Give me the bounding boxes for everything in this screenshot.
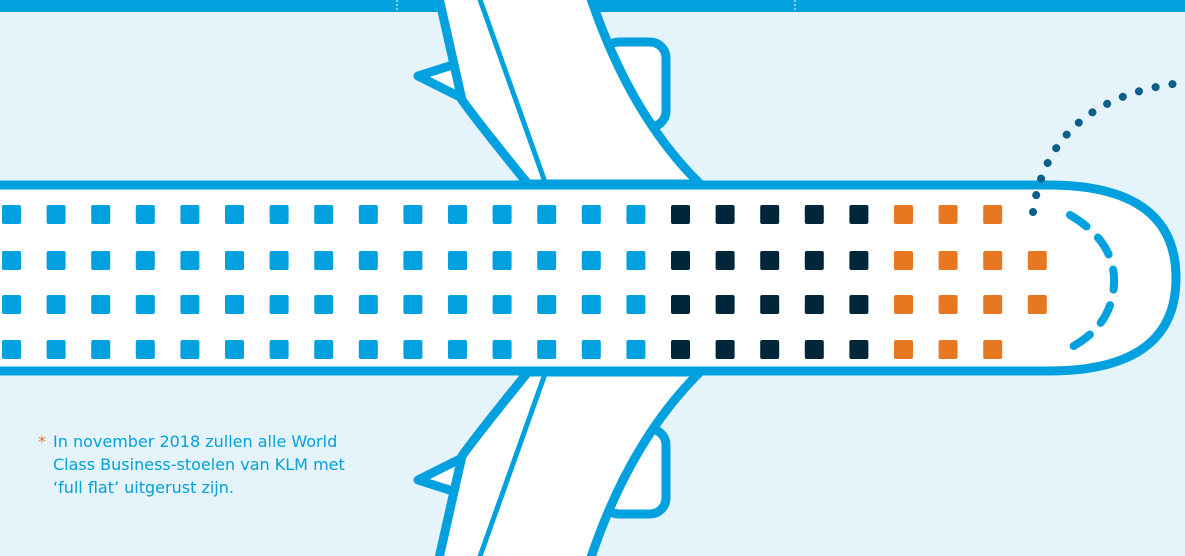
economy-seat xyxy=(448,205,467,224)
economy-seat xyxy=(136,295,155,314)
economy-seat xyxy=(582,251,601,270)
comfort-seat xyxy=(716,295,735,314)
lower-wing xyxy=(418,372,700,556)
economy-seat xyxy=(359,340,378,359)
business-seat xyxy=(983,251,1002,270)
economy-seat xyxy=(537,340,556,359)
comfort-seat xyxy=(805,340,824,359)
comfort-seat xyxy=(671,205,690,224)
economy-seat xyxy=(91,340,110,359)
economy-seat xyxy=(136,251,155,270)
business-seat xyxy=(894,251,913,270)
comfort-seat xyxy=(849,205,868,224)
economy-seat xyxy=(47,340,66,359)
economy-seat xyxy=(493,340,512,359)
economy-seat xyxy=(403,205,422,224)
business-seat xyxy=(983,340,1002,359)
comfort-seat xyxy=(849,340,868,359)
comfort-seat xyxy=(849,251,868,270)
comfort-seat xyxy=(760,251,779,270)
business-seat xyxy=(983,295,1002,314)
business-seat xyxy=(1028,295,1047,314)
economy-seat xyxy=(626,295,645,314)
economy-seat xyxy=(537,295,556,314)
economy-seat xyxy=(136,340,155,359)
economy-seat xyxy=(270,295,289,314)
economy-seat xyxy=(314,205,333,224)
economy-seat xyxy=(493,205,512,224)
economy-seat xyxy=(537,251,556,270)
economy-seat xyxy=(314,251,333,270)
economy-seat xyxy=(225,340,244,359)
economy-seat xyxy=(2,205,21,224)
economy-seat xyxy=(180,295,199,314)
economy-seat xyxy=(225,251,244,270)
economy-seat xyxy=(448,251,467,270)
comfort-seat xyxy=(671,295,690,314)
economy-seat xyxy=(582,205,601,224)
comfort-seat xyxy=(716,340,735,359)
economy-seat xyxy=(493,251,512,270)
economy-seat xyxy=(2,340,21,359)
comfort-seat xyxy=(760,340,779,359)
economy-seat xyxy=(270,340,289,359)
business-seat xyxy=(894,205,913,224)
economy-seat xyxy=(180,340,199,359)
economy-seat xyxy=(314,340,333,359)
economy-seat xyxy=(359,205,378,224)
economy-seat xyxy=(403,340,422,359)
business-seat xyxy=(983,205,1002,224)
economy-seat xyxy=(136,205,155,224)
economy-seat xyxy=(91,205,110,224)
footnote: * In november 2018 zullen alle World Cla… xyxy=(38,430,358,499)
business-seat xyxy=(1028,251,1047,270)
comfort-seat xyxy=(716,205,735,224)
economy-seat xyxy=(359,251,378,270)
economy-seat xyxy=(91,295,110,314)
economy-seat xyxy=(626,340,645,359)
comfort-seat xyxy=(671,340,690,359)
upper-wing xyxy=(418,0,700,184)
economy-seat xyxy=(2,251,21,270)
economy-seat xyxy=(626,205,645,224)
economy-seat xyxy=(225,205,244,224)
economy-seat xyxy=(47,251,66,270)
economy-seat xyxy=(180,251,199,270)
economy-seat xyxy=(180,205,199,224)
comfort-seat xyxy=(716,251,735,270)
business-seat xyxy=(939,205,958,224)
economy-seat xyxy=(47,205,66,224)
comfort-seat xyxy=(671,251,690,270)
footnote-marker: * xyxy=(38,430,46,453)
comfort-seat xyxy=(805,205,824,224)
comfort-seat xyxy=(849,295,868,314)
economy-seat xyxy=(448,295,467,314)
comfort-seat xyxy=(805,251,824,270)
comfort-seat xyxy=(760,295,779,314)
economy-seat xyxy=(2,295,21,314)
economy-seat xyxy=(403,295,422,314)
economy-seat xyxy=(582,295,601,314)
business-seat xyxy=(894,295,913,314)
economy-seat xyxy=(448,340,467,359)
economy-seat xyxy=(537,205,556,224)
economy-seat xyxy=(359,295,378,314)
business-seat xyxy=(939,251,958,270)
economy-seat xyxy=(270,251,289,270)
footnote-text: In november 2018 zullen alle World Class… xyxy=(38,430,358,499)
economy-seat xyxy=(91,251,110,270)
comfort-seat xyxy=(805,295,824,314)
business-seat xyxy=(939,340,958,359)
economy-seat xyxy=(493,295,512,314)
economy-seat xyxy=(582,340,601,359)
business-seat xyxy=(939,295,958,314)
economy-seat xyxy=(47,295,66,314)
economy-seat xyxy=(626,251,645,270)
comfort-seat xyxy=(760,205,779,224)
economy-seat xyxy=(403,251,422,270)
economy-seat xyxy=(225,295,244,314)
economy-seat xyxy=(270,205,289,224)
economy-seat xyxy=(314,295,333,314)
business-seat xyxy=(894,340,913,359)
